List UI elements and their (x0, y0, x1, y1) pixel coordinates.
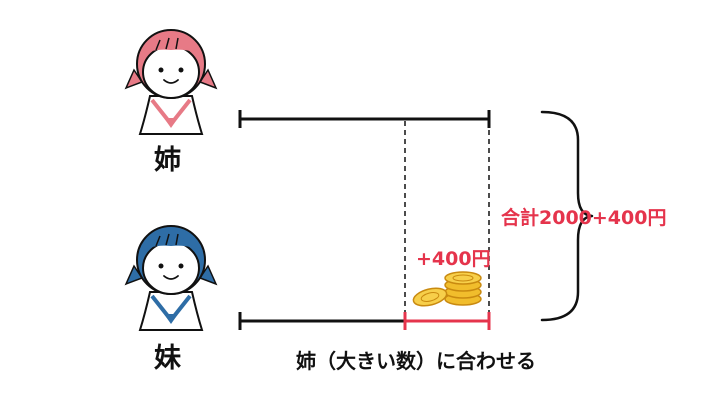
caption-label: 姉（大きい数）に合わせる (296, 349, 536, 373)
plus-amount-label: +400円 (416, 248, 491, 270)
older-sister-label: 姉 (154, 145, 181, 176)
total-amount-label: 合計2000+400円 (501, 207, 667, 229)
curly-brace-icon (540, 110, 594, 322)
girl-older-icon (124, 29, 218, 135)
younger-sister-label: 妹 (154, 343, 181, 374)
coin-stack-icon (412, 271, 482, 307)
girl-younger-icon (124, 225, 218, 331)
